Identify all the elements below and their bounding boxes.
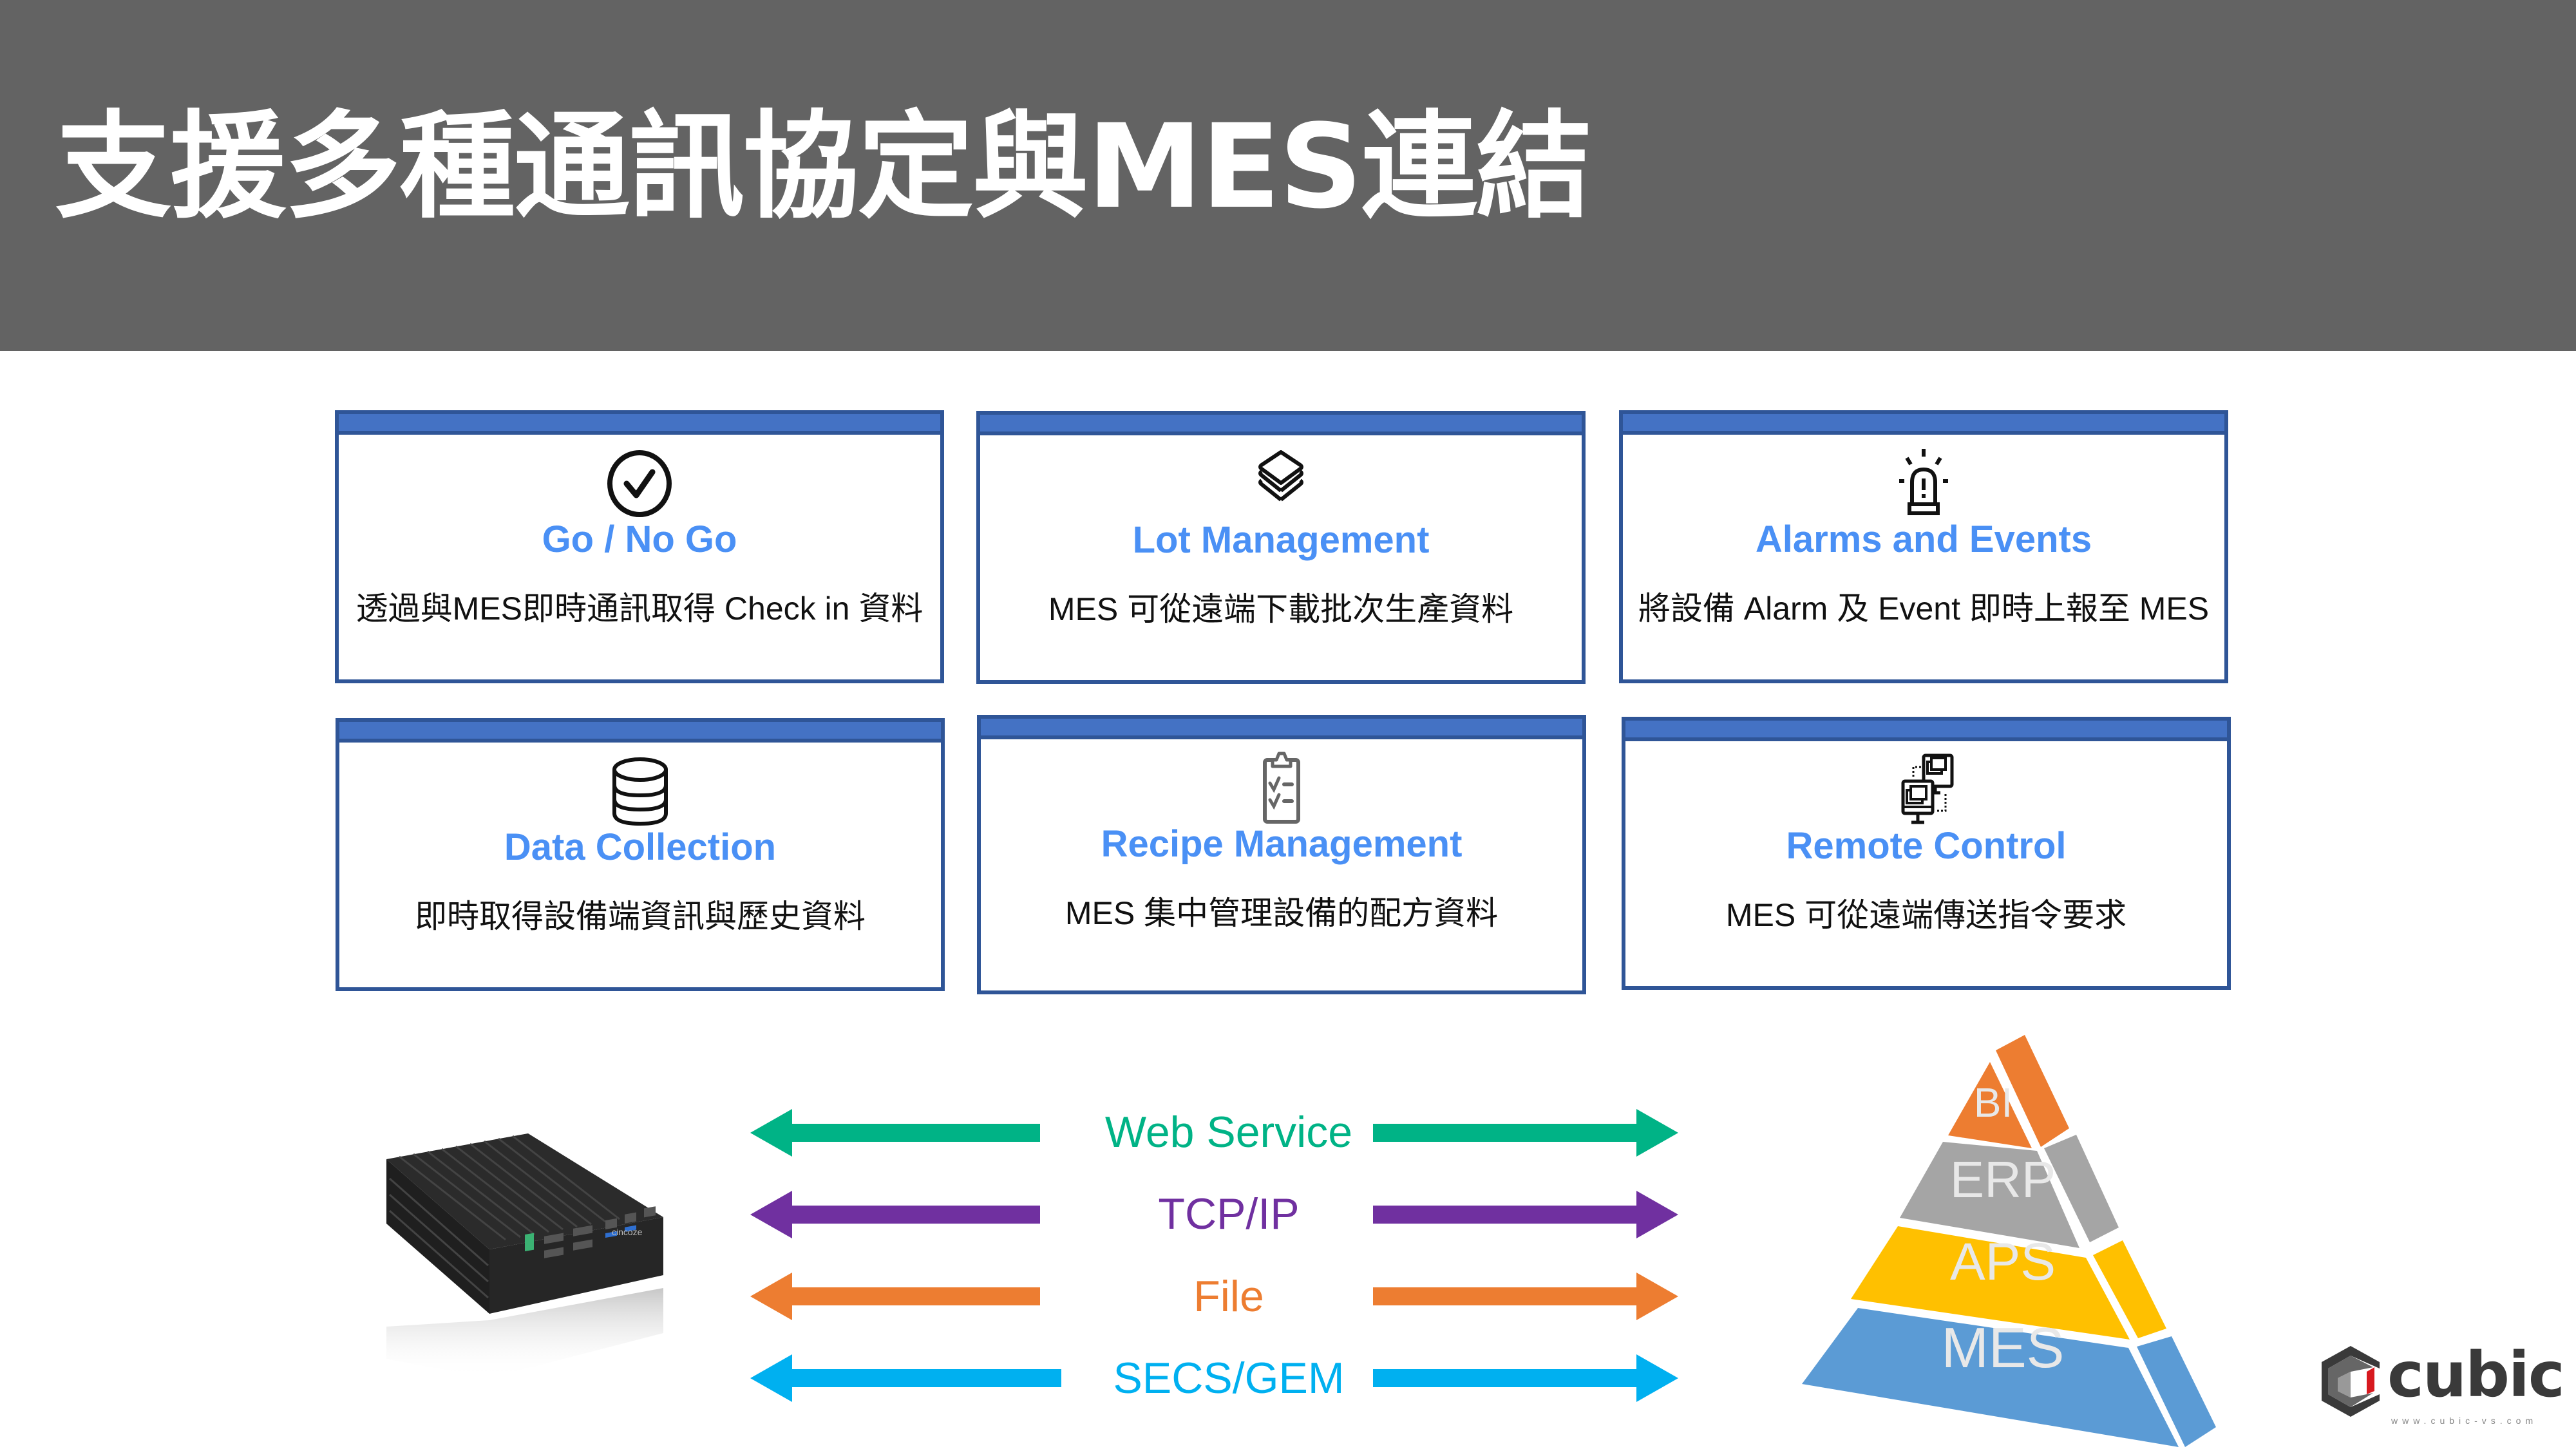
device-brand-label: cincoze <box>612 1227 643 1237</box>
clipboard-checklist-icon <box>1263 752 1300 824</box>
card-title: Data Collection <box>504 826 777 868</box>
industrial-pc-image <box>386 1133 663 1378</box>
database-icon <box>612 757 668 826</box>
arrow-right-web-service <box>1373 1109 1678 1157</box>
slide-title: 支援多種通訊協定與MES連結 <box>55 100 1592 234</box>
remote-desktop-icon <box>1901 753 1954 824</box>
card-title: Go / No Go <box>542 518 737 560</box>
feature-card-recipe-management: Recipe Management MES 集中管理設備的配方資料 <box>977 715 1586 994</box>
arrow-right-secs-gem <box>1373 1354 1678 1402</box>
card-description: 即時取得設備端資訊與歷史資料 <box>415 898 866 934</box>
cubic-logo-url: www.cubic-vs.com <box>2391 1416 2538 1426</box>
card-header-bar <box>339 414 940 435</box>
check-circle-icon <box>607 450 672 517</box>
arrow-left-secs-gem <box>750 1354 1061 1402</box>
card-header-bar <box>339 722 941 743</box>
slide-header: 支援多種通訊協定與MES連結 <box>0 0 2576 351</box>
card-description: MES 可從遠端下載批次生產資料 <box>1048 591 1514 627</box>
layers-icon <box>1258 450 1303 502</box>
arrow-left-tcp-ip <box>750 1191 1040 1238</box>
feature-card-data-collection: Data Collection 即時取得設備端資訊與歷史資料 <box>336 718 945 991</box>
cubic-logo: cubic www.cubic-vs.com <box>2315 1343 2565 1439</box>
protocol-label-secs-gem: SECS/GEM <box>1113 1354 1345 1403</box>
alarm-siren-icon <box>1899 449 1948 515</box>
pyramid-label-aps: APS <box>1949 1233 2056 1291</box>
protocol-label-web-service: Web Service <box>1104 1108 1353 1157</box>
pyramid-label-bi: BI <box>1973 1079 2013 1126</box>
arrow-left-web-service <box>750 1109 1040 1157</box>
protocol-label-tcp-ip: TCP/IP <box>1158 1189 1300 1238</box>
arrow-left-file <box>750 1273 1040 1320</box>
arrow-right-tcp-ip <box>1373 1191 1678 1238</box>
protocol-label-file: File <box>1193 1272 1264 1321</box>
card-title: Recipe Management <box>1101 823 1463 865</box>
card-description: MES 集中管理設備的配方資料 <box>1065 895 1499 931</box>
feature-card-remote-control: Remote Control MES 可從遠端傳送指令要求 <box>1622 717 2231 990</box>
cubic-logo-mark <box>2322 1346 2380 1417</box>
pyramid-label-erp: ERP <box>1949 1151 2056 1208</box>
feature-card-lot-management: Lot Management MES 可從遠端下載批次生產資料 <box>976 411 1586 684</box>
card-header-bar <box>1625 721 2227 741</box>
card-header-bar <box>1623 414 2224 435</box>
card-description: 透過與MES即時通訊取得 Check in 資料 <box>355 591 923 627</box>
arrow-right-file <box>1373 1273 1678 1320</box>
feature-card-go-no-go: Go / No Go 透過與MES即時通訊取得 Check in 資料 <box>335 410 944 683</box>
card-title: Lot Management <box>1132 519 1430 561</box>
card-description: MES 可從遠端傳送指令要求 <box>1725 897 2127 933</box>
card-header-bar <box>980 415 1582 435</box>
card-title: Alarms and Events <box>1755 518 2092 560</box>
card-description: 將設備 Alarm 及 Event 即時上報至 MES <box>1638 591 2210 627</box>
cubic-logo-word: cubic <box>2387 1339 2565 1411</box>
feature-card-alarms-events: Alarms and Events 將設備 Alarm 及 Event 即時上報… <box>1619 410 2228 683</box>
pyramid-label-mes: MES <box>1941 1316 2065 1379</box>
card-header-bar <box>981 719 1582 739</box>
card-title: Remote Control <box>1786 825 2067 867</box>
